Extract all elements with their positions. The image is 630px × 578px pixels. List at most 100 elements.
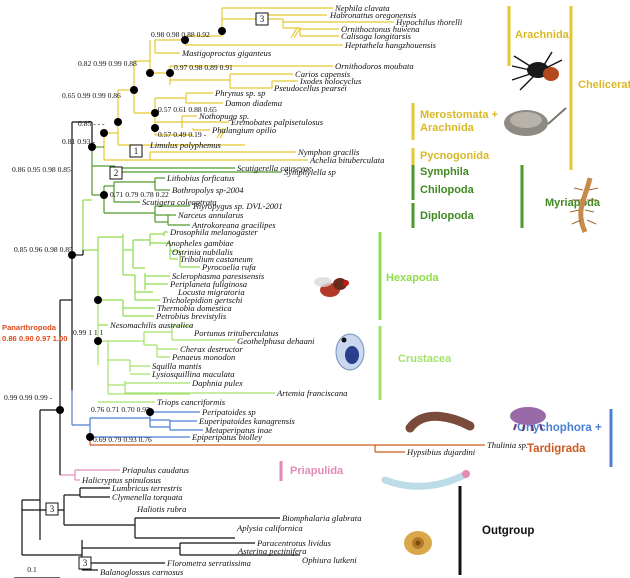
myriapoda-branches: [91, 146, 282, 226]
taxon-label: Thulinia sp.: [487, 440, 528, 450]
support-label: 0.76 0.71 0.70 0.97: [91, 405, 150, 414]
snail-illustration: [404, 531, 432, 555]
onychophora-label: Onychophora +: [517, 422, 602, 434]
taxon-label: Asterina pectinifera: [237, 546, 307, 556]
taxon-label: Balanoglossus carnosus: [100, 567, 184, 577]
node-dot: [86, 433, 94, 441]
svg-text:3: 3: [50, 504, 55, 514]
spider-illustration: [511, 51, 563, 91]
taxon-label: Phalangium opilio: [211, 125, 277, 135]
taxon-label: Drosophila melanogaster: [169, 227, 258, 237]
taxon-label: Limulus polyphemus: [149, 140, 222, 150]
tardigrade-illustration: [510, 407, 546, 432]
svg-text:3: 3: [83, 558, 88, 568]
taxon-label: Tribolium castaneum: [180, 254, 253, 264]
taxon-label: Tricholepidion gertschi: [162, 295, 243, 305]
node-dot: [130, 86, 138, 94]
node-dot: [100, 191, 108, 199]
taxon-label: Haliotis rubra: [136, 504, 186, 514]
taxon-label: Locusta migratoria: [177, 287, 245, 297]
collapsed-box-3-bottom: 3: [78, 556, 92, 570]
taxon-label: Squilla mantis: [152, 361, 202, 371]
taxon-label: Epiperipatus biolley: [191, 432, 262, 442]
panarthropoda-label: Panarthropoda: [2, 323, 57, 332]
support-label: 0.86 0.95 0.98 0.85: [12, 165, 71, 174]
taxon-label: Ornithoctonus huwena: [341, 24, 420, 34]
taxon-label: Paracentrotus lividus: [256, 538, 332, 548]
collapsed-box-1: 1: [129, 144, 143, 158]
symphila-label: Symphila: [420, 166, 470, 178]
node-dot: [94, 296, 102, 304]
taxon-label: Nothopuga sp.: [198, 111, 249, 121]
hexapoda-label: Hexapoda: [386, 272, 439, 284]
node-dot: [218, 27, 226, 35]
taxon-label: Artemia franciscana: [276, 388, 347, 398]
node-dot: [151, 109, 159, 117]
collapsed-box-3-mid: 3: [45, 502, 59, 516]
taxon-label: Narceus annularus: [177, 210, 244, 220]
taxon-label: Symphylella sp: [284, 167, 336, 177]
support-label: 0.81 0.93 -: [62, 137, 95, 146]
taxon-label: Eremobates palpisetulosus: [230, 117, 324, 127]
collapsed-box-3-top: 3: [255, 12, 269, 26]
node-dot: [88, 143, 96, 151]
taxon-label: Cherax destructor: [180, 344, 243, 354]
taxon-label: Ornithodoros moubata: [335, 61, 414, 71]
support-label: 0.99 0.99 0.99 -: [4, 393, 53, 402]
taxon-label: Penaeus monodon: [171, 352, 235, 362]
myriapoda-label: Myriapoda: [545, 197, 601, 209]
priapulida-label: Priapulida: [290, 465, 344, 477]
taxon-label: Florometra serratissima: [166, 558, 251, 568]
group-brackets: [279, 6, 613, 575]
support-label: 0.99 1 1 1: [73, 328, 104, 337]
merostomata-label-line1: Merostomata +: [420, 109, 498, 121]
priapulida-branches: [60, 469, 120, 481]
taxon-label: Nephila clavata: [334, 3, 390, 13]
support-label: 0.69 0.79 0.93 0.76: [93, 435, 152, 444]
node-dot: [166, 69, 174, 77]
taxon-label: Priapulus caudatus: [121, 465, 190, 475]
taxon-label: Petrobius brevistylis: [155, 311, 227, 321]
taxon-label: Daphnia pulex: [191, 378, 243, 388]
taxon-label: Geothelphusa dehaani: [237, 336, 315, 346]
support-label: 0.98 0.98 0.88 0.92: [151, 30, 210, 39]
support-label: 0.82 0.99 0.99 0.88: [78, 59, 137, 68]
fly-illustration: [314, 277, 349, 297]
taxon-label: Scutigera coleoptrata: [142, 197, 217, 207]
taxon-label: Pseudocellus pearsei: [273, 83, 347, 93]
taxon-label: Lysiosquillina maculata: [151, 369, 235, 379]
taxon-label: Sclerophasma paresisensis: [172, 271, 265, 281]
centipede-illustration: [569, 177, 599, 234]
tardigrada-label: Tardigrada: [527, 443, 586, 455]
node-dot: [68, 251, 76, 259]
taxon-label: Halicryptus spinulosus: [81, 475, 162, 485]
taxon-label: Ixodes holocyclus: [299, 76, 362, 86]
pycnogonida-label: Pycnogonida: [420, 150, 490, 162]
svg-text:1: 1: [134, 146, 139, 156]
collapsed-box-2: 2: [109, 166, 123, 180]
taxon-label: Mastigoproctus giganteus: [181, 48, 272, 58]
taxon-label: Hypochilus thorelli: [395, 17, 463, 27]
support-label: 0.85 - - -: [78, 119, 105, 128]
taxon-label: Ostrinia nubilalis: [172, 247, 234, 257]
taxon-label: Aplysia californica: [236, 523, 303, 533]
taxon-label: Peripatoides sp: [201, 407, 256, 417]
taxon-label: Damon diadema: [224, 98, 282, 108]
hexapoda-branches: [82, 199, 200, 326]
taxon-label: Thyropygus sp. DVL-2001: [192, 201, 283, 211]
support-label: 0.57 0.49 0.19 -: [158, 130, 207, 139]
taxon-label: Clymenella torquata: [112, 492, 183, 502]
taxon-label: Nymphon gracilis: [297, 147, 360, 157]
node-dot: [151, 124, 159, 132]
taxon-label: Ophiura lutkeni: [302, 555, 357, 565]
taxon-label: Antrokoreana gracilipes: [191, 220, 276, 230]
node-dots: [56, 27, 226, 441]
taxon-label: Periplaneta fuliginosa: [169, 279, 247, 289]
node-dot: [100, 129, 108, 137]
node-dot: [146, 69, 154, 77]
outgroup-label: Outgroup: [482, 525, 534, 537]
merostomata-label-line2: Arachnida: [420, 122, 475, 134]
crustacea-label: Crustacea: [398, 353, 452, 365]
